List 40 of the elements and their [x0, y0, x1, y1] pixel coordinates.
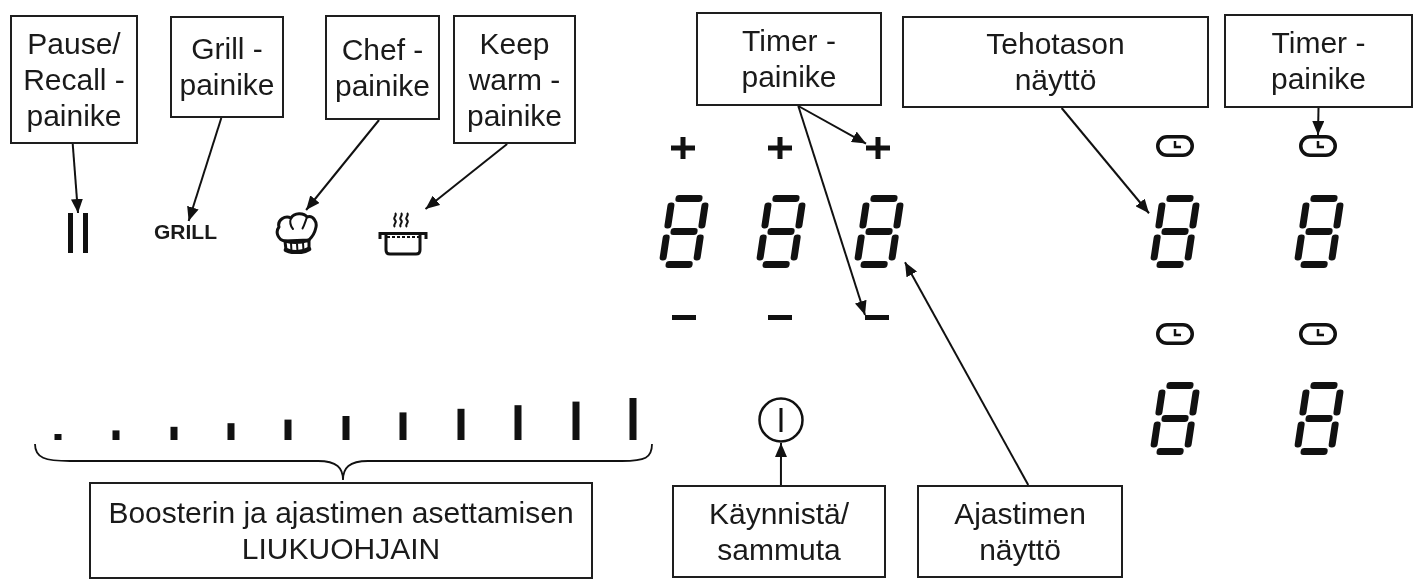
callout-box — [917, 485, 1123, 578]
power-icon — [757, 397, 805, 443]
callout-text: Grill - painike — [178, 31, 276, 103]
plus-icon — [866, 137, 890, 159]
leader-arrow — [775, 442, 787, 486]
leader-arrow — [797, 105, 867, 316]
seven-segment-digit-icon — [853, 195, 905, 268]
leader-arrow — [1312, 107, 1325, 136]
callout-box — [902, 16, 1209, 108]
callout-text: Chef - painike — [333, 31, 432, 104]
leader-arrow — [797, 105, 867, 145]
pause-icon — [67, 213, 89, 253]
seven-segment-digit-icon — [1149, 195, 1201, 268]
callout-text: Timer - painike — [1269, 25, 1368, 97]
callout-text: Keep warm - painike — [465, 25, 564, 134]
callout-box — [696, 12, 882, 106]
callout-box — [10, 15, 138, 144]
leader-arrow — [904, 261, 1030, 486]
leader-arrow — [1060, 107, 1150, 215]
panel-label: GRILL — [154, 221, 217, 242]
callout-text: Pause/ Recall - painike — [22, 25, 126, 134]
callout-text: Tehotason näyttö — [985, 26, 1126, 98]
callout-box — [1224, 14, 1413, 108]
leader-arrow — [305, 119, 381, 211]
leader-arrow — [187, 117, 223, 222]
callout-text: Käynnistä/ sammuta — [707, 495, 851, 568]
callout-box — [325, 15, 440, 120]
callout-box — [453, 15, 576, 144]
leader-arrow — [424, 143, 509, 210]
callout-box — [170, 16, 284, 118]
steaming-pot-icon — [378, 209, 428, 256]
callout-text: Ajastimen näyttö — [953, 495, 1087, 568]
callout-box — [89, 482, 593, 579]
callout-box — [672, 485, 886, 578]
leader-arrow — [70, 143, 83, 214]
clock-icon — [1299, 135, 1337, 157]
chef-hat-icon — [273, 210, 319, 254]
callout-text: Timer - painike — [740, 23, 838, 95]
minus-icon — [865, 315, 889, 320]
callout-text: Boosterin ja ajastimen asettamisen LIUKUOHJAIN — [107, 494, 575, 567]
